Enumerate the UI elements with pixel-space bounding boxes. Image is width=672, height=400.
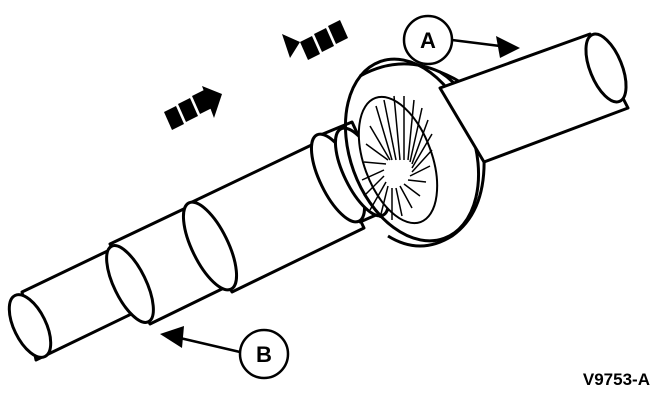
callout-b-label: B bbox=[256, 342, 272, 367]
callout-a: A bbox=[402, 14, 520, 66]
callout-b: B bbox=[160, 326, 290, 380]
triple-dashed-arrow-icon bbox=[282, 20, 348, 60]
callout-a-label: A bbox=[420, 28, 436, 53]
figure-code: V9753-A bbox=[582, 370, 650, 389]
bearing-cone bbox=[357, 95, 439, 225]
triple-dashed-arrow-icon bbox=[164, 86, 222, 130]
shaft-right bbox=[438, 32, 630, 164]
shaft bbox=[7, 120, 394, 362]
